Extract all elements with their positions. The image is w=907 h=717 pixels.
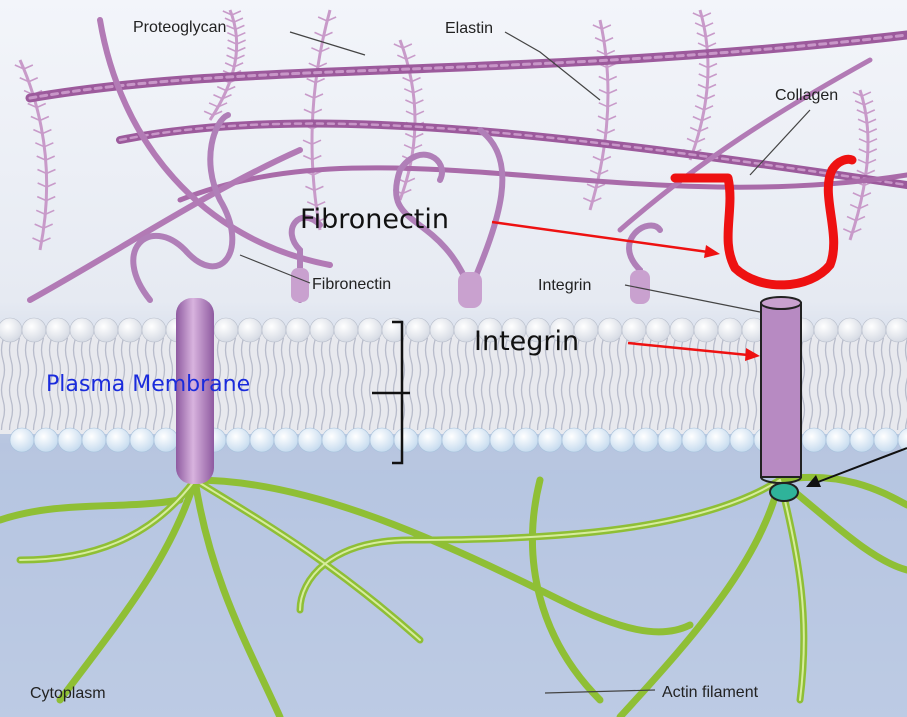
lipid-head: [46, 318, 70, 342]
lipid-head: [34, 428, 58, 452]
lipid-head: [298, 428, 322, 452]
lipid-head: [730, 428, 754, 452]
lipid-head: [238, 318, 262, 342]
label-cytoplasm: Cytoplasm: [30, 685, 106, 702]
lipid-head: [226, 428, 250, 452]
lipid-head: [430, 318, 454, 342]
lipid-head: [466, 428, 490, 452]
lipid-head: [586, 428, 610, 452]
lipid-head: [490, 428, 514, 452]
lipid-head: [130, 428, 154, 452]
lipid-head: [694, 318, 718, 342]
lipid-head: [154, 428, 178, 452]
lipid-head: [610, 428, 634, 452]
lipid-head: [418, 428, 442, 452]
lipid-head: [562, 428, 586, 452]
lipid-head: [622, 318, 646, 342]
integrin-stub-2: [458, 272, 482, 308]
annotation-integrin: Integrin: [474, 326, 579, 357]
annotation-fibronectin: Fibronectin: [300, 204, 449, 235]
lipid-head: [262, 318, 286, 342]
lipid-head: [802, 428, 826, 452]
lipid-head: [334, 318, 358, 342]
lipid-head: [274, 428, 298, 452]
integrin-cylinder-body: [761, 303, 801, 477]
lipid-head: [658, 428, 682, 452]
lipid-head: [118, 318, 142, 342]
label-collagen: Collagen: [775, 87, 838, 104]
label-actin-filament: Actin filament: [662, 684, 759, 701]
lipid-head: [406, 318, 430, 342]
integrin-stub-1: [291, 268, 309, 302]
label-integrin-small: Integrin: [538, 277, 591, 294]
lipid-head: [250, 428, 274, 452]
lipid-head: [514, 428, 538, 452]
label-fibronectin-small: Fibronectin: [312, 276, 391, 293]
lipid-head: [394, 428, 418, 452]
lipid-head: [862, 318, 886, 342]
lipid-head: [670, 318, 694, 342]
integrin-right: [761, 297, 801, 501]
lipid-head: [346, 428, 370, 452]
lipid-head: [646, 318, 670, 342]
lipid-head: [322, 428, 346, 452]
lipid-head: [142, 318, 166, 342]
lipid-head: [886, 318, 907, 342]
talin-dot: [770, 483, 798, 501]
lipid-head: [718, 318, 742, 342]
annotation-plasma-membrane: Plasma Membrane: [46, 372, 250, 397]
lipid-head: [634, 428, 658, 452]
lipid-head: [358, 318, 382, 342]
label-elastin: Elastin: [445, 20, 493, 37]
lipid-head: [214, 318, 238, 342]
lipid-head: [94, 318, 118, 342]
lipid-head: [10, 428, 34, 452]
lipid-head: [826, 428, 850, 452]
lipid-head: [706, 428, 730, 452]
lipid-head: [286, 318, 310, 342]
lipid-head: [874, 428, 898, 452]
lipid-head: [850, 428, 874, 452]
lipid-head: [58, 428, 82, 452]
lipid-head: [310, 318, 334, 342]
label-proteoglycan: Proteoglycan: [133, 19, 226, 36]
lipid-head: [838, 318, 862, 342]
lipid-head: [106, 428, 130, 452]
lipid-head: [814, 318, 838, 342]
lipid-head: [70, 318, 94, 342]
lipid-head: [442, 428, 466, 452]
lipid-head: [82, 428, 106, 452]
lipid-head: [598, 318, 622, 342]
lipid-head: [0, 318, 22, 342]
lipid-head: [370, 428, 394, 452]
lipid-head: [22, 318, 46, 342]
lipid-head: [538, 428, 562, 452]
lipid-head: [682, 428, 706, 452]
integrin-cylinder-top: [761, 297, 801, 309]
